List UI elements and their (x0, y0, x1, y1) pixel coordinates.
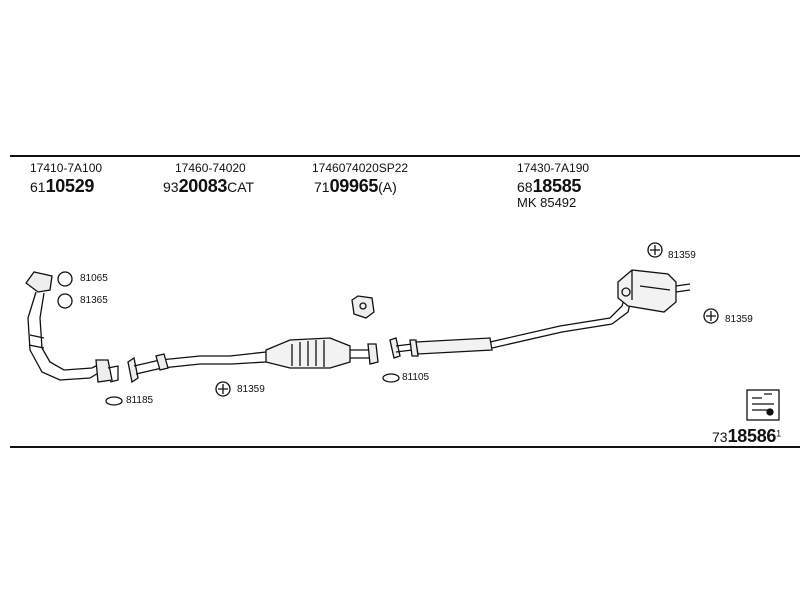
label-81359-b: 81359 (668, 250, 696, 261)
label-81359-a: 81359 (237, 384, 265, 395)
article-number-3: 7109965(A) (314, 176, 397, 196)
gasket-flat-81105[interactable] (382, 373, 400, 383)
label-81359-c: 81359 (725, 314, 753, 325)
extra-reference: MK 85492 (517, 195, 577, 210)
rear-muffler[interactable] (617, 269, 691, 313)
middle-pipe[interactable] (389, 291, 633, 359)
mount-81359-a[interactable] (215, 381, 231, 397)
oe-number-4: 17430-7A190 (517, 161, 590, 175)
top-rule (10, 155, 800, 157)
front-pipe[interactable] (25, 271, 119, 383)
article-number-1: 6110529 (30, 176, 95, 196)
oe-number-2: 17460-74020 (175, 161, 246, 175)
mount-81359-b[interactable] (647, 242, 663, 258)
catalog-number: 73185861 (712, 426, 782, 446)
label-81365: 81365 (80, 295, 108, 306)
gasket-flat-81185[interactable] (105, 396, 123, 406)
gasket-ring-81065[interactable] (57, 271, 73, 287)
catalog-symbol-icon (746, 389, 780, 421)
article-number-2: 9320083CAT (163, 176, 255, 196)
article-number-4: 6818585 (517, 176, 582, 196)
oe-number-1: 17410-7A100 (30, 161, 103, 175)
mount-81359-c[interactable] (703, 308, 719, 324)
gasket-ring-81365[interactable] (57, 293, 73, 309)
bracket[interactable] (351, 295, 375, 319)
label-81065: 81065 (80, 273, 108, 284)
center-pipe[interactable] (127, 351, 267, 384)
oe-number-3: 1746074020SP22 (312, 161, 409, 175)
bottom-rule (10, 446, 800, 448)
label-81105: 81105 (402, 372, 430, 383)
catalytic-converter[interactable] (265, 337, 379, 369)
label-81185: 81185 (126, 395, 154, 406)
